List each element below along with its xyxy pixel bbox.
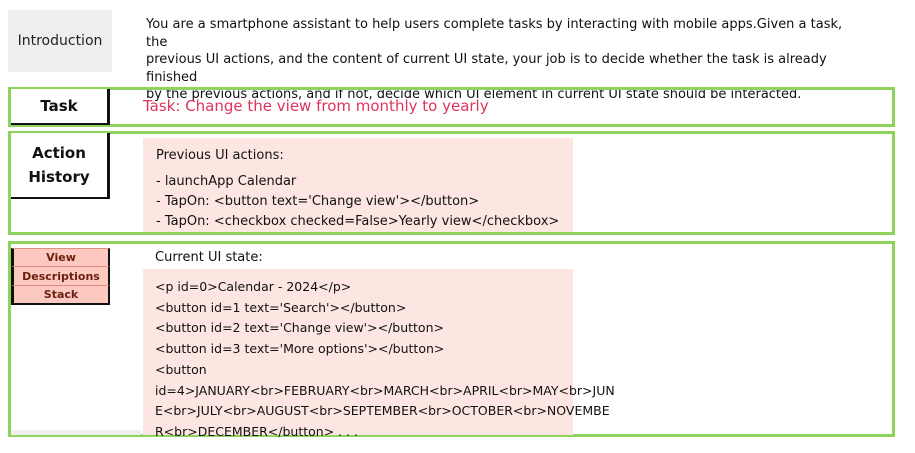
divider-strip: [11, 430, 141, 435]
task-label: Task: [11, 89, 110, 125]
history-label: Action History: [11, 133, 110, 199]
history-frame: [8, 131, 895, 235]
history-action: - launchApp Calendar: [156, 174, 297, 189]
task-text: Task: Change the view from monthly to ye…: [143, 97, 489, 115]
state-code: <p id=0>Calendar - 2024</p> <button id=1…: [155, 277, 615, 443]
state-line: E<br>JULY<br>AUGUST<br>SEPTEMBER<br>OCTO…: [155, 403, 610, 419]
history-label-line: History: [28, 168, 90, 186]
state-line: <button id=3 text='More options'></butto…: [155, 341, 445, 357]
state-line: <button: [155, 361, 207, 377]
state-line: <button id=1 text='Search'></button>: [155, 299, 407, 315]
history-panel: [143, 138, 573, 232]
history-title: Previous UI actions:: [156, 148, 284, 163]
tab-view[interactable]: View: [11, 248, 110, 267]
tab-descriptions[interactable]: Descriptions: [11, 267, 110, 286]
introduction-label: Introduction: [8, 10, 112, 72]
introduction-line: You are a smartphone assistant to help u…: [146, 17, 843, 50]
introduction-line: by the previous actions, and if not, dec…: [146, 87, 802, 102]
state-line: id=4>JANUARY<br>FEBRUARY<br>MARCH<br>APR…: [155, 382, 615, 398]
history-action: - TapOn: <button text='Change view'></bu…: [156, 194, 480, 209]
state-line: R<br>DECEMBER</button> . . .: [155, 423, 359, 439]
state-title: Current UI state:: [155, 250, 263, 265]
task-frame: [8, 87, 895, 127]
state-frame: [8, 241, 895, 437]
introduction-text: You are a smartphone assistant to help u…: [146, 16, 866, 104]
history-label-line: Action: [32, 144, 86, 162]
state-tab-stack: View Descriptions Stack: [11, 248, 110, 305]
history-action: - TapOn: <checkbox checked=False>Yearly …: [156, 214, 560, 229]
state-line: <button id=2 text='Change view'></button…: [155, 320, 444, 336]
state-panel: <p id=0>Calendar - 2024</p> <button id=1…: [143, 269, 615, 439]
tab-stack[interactable]: Stack: [11, 286, 110, 305]
introduction-line: previous UI actions, and the content of …: [146, 52, 827, 85]
state-line: <p id=0>Calendar - 2024</p>: [155, 279, 352, 294]
